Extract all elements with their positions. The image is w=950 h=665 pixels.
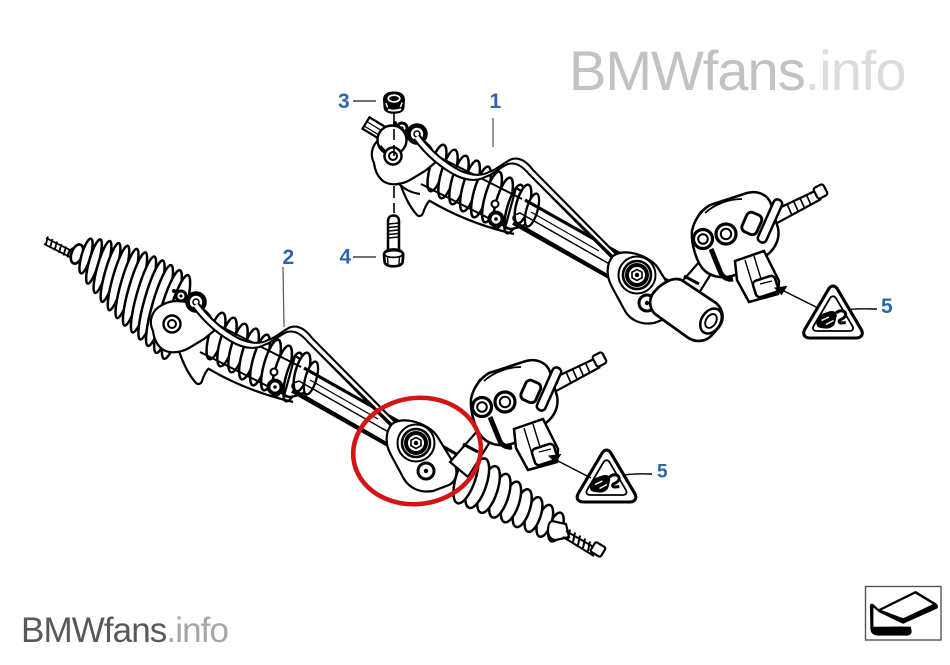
svg-text:4: 4: [340, 246, 352, 269]
svg-text:1: 1: [490, 90, 502, 113]
svg-text:5: 5: [657, 462, 668, 483]
svg-text:2: 2: [283, 246, 295, 269]
svg-text:5: 5: [881, 295, 893, 318]
svg-text:3: 3: [338, 90, 350, 113]
